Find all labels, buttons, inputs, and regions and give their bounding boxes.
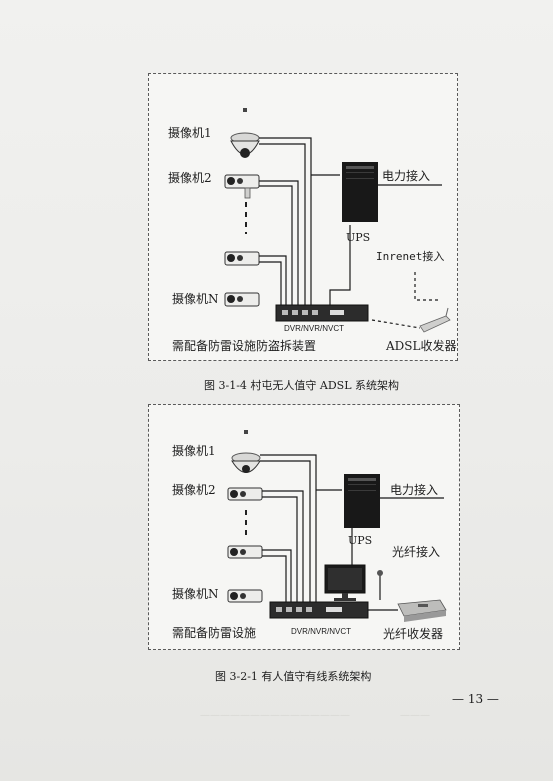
box-camera-icon (227, 487, 263, 501)
fiber-access-label: 光纤接入 (392, 545, 441, 559)
recorder-label: DVR/NVR/NVCT (284, 324, 345, 333)
protection-label: 需配备防雷设施防盗拆装置 (172, 339, 317, 353)
internet-label: Inrenet接入 (376, 250, 445, 263)
dvr-recorder-icon (269, 601, 369, 619)
box-camera-icon (227, 589, 263, 603)
figure-2-caption: 图 3-2-1 有人值守有线系统架构 (215, 670, 372, 683)
bleed-through-text: ——————————————— (200, 710, 350, 721)
protection-label: 需配备防雷设施 (172, 626, 257, 640)
camera-n-label: 摄像机N (172, 587, 219, 601)
camera-2-label: 摄像机2 (168, 171, 212, 185)
box-camera-icon (224, 251, 260, 266)
bleed-through-text: ——— (400, 710, 430, 721)
page-number: — 13 — (452, 692, 499, 706)
box-camera-icon (224, 174, 260, 199)
camera-1-label: 摄像机1 (172, 444, 216, 458)
monitor-icon (324, 564, 366, 601)
transceiver-label: 光纤收发器 (383, 627, 444, 641)
dome-camera-icon (230, 108, 260, 158)
box-camera-icon (224, 292, 260, 307)
modem-label: ADSL收发器 (386, 339, 457, 353)
fiber-connector-icon (377, 570, 383, 576)
recorder-label: DVR/NVR/NVCT (291, 627, 352, 636)
camera-1-label: 摄像机1 (168, 126, 212, 140)
camera-n-label: 摄像机N (172, 292, 219, 306)
ups-icon (342, 162, 378, 222)
ups-label: UPS (346, 231, 371, 244)
dvr-recorder-icon (275, 304, 369, 322)
ups-label: UPS (348, 534, 373, 547)
fiber-transceiver-icon (397, 599, 447, 622)
ups-icon (344, 474, 380, 528)
adsl-modem-icon (419, 307, 451, 333)
power-label: 电力接入 (382, 169, 431, 183)
camera-2-label: 摄像机2 (172, 483, 216, 497)
power-label: 电力接入 (390, 483, 439, 497)
box-camera-icon (227, 545, 263, 559)
dome-camera-icon (231, 430, 261, 473)
figure-1-caption: 图 3-1-4 村屯无人值守 ADSL 系统架构 (204, 379, 400, 392)
